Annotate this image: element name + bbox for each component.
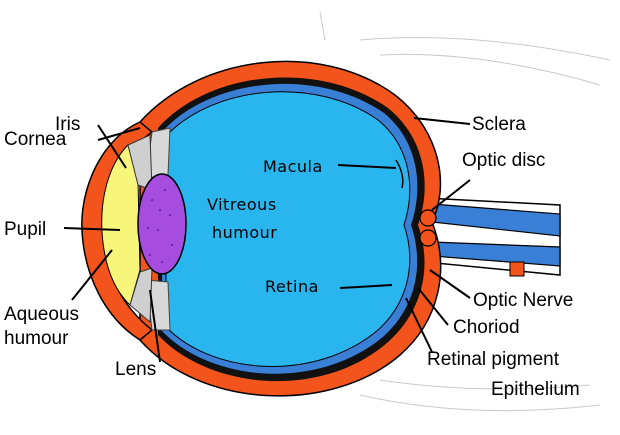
label-rpe-line2: Epithelium <box>491 379 580 400</box>
label-aqueous-line2: humour <box>4 328 69 349</box>
lens-texture <box>147 189 173 263</box>
optic-disc-lower <box>419 229 437 247</box>
label-sclera: Sclera <box>472 114 526 135</box>
label-rpe-line1: Retinal pigment <box>427 349 560 370</box>
macula-curve <box>395 159 404 189</box>
label-cornea: Cornea <box>4 129 67 150</box>
label-optic-nerve: Optic Nerve <box>473 290 573 311</box>
optic-disc-upper <box>419 209 437 227</box>
aqueous-chamber <box>101 144 141 306</box>
label-lens: Lens <box>115 359 156 380</box>
label-vitreous-line2: humour <box>212 223 277 242</box>
label-aqueous-line1: Aqueous <box>4 304 79 325</box>
label-pupil: Pupil <box>4 219 46 240</box>
orbit-sketch-lines <box>319 11 611 412</box>
label-vitreous-line1: Vitreous <box>207 195 277 214</box>
vitreous-body <box>165 91 411 367</box>
label-optic-disc: Optic disc <box>462 150 545 171</box>
label-macula: Macula <box>263 157 323 176</box>
label-retina: Retina <box>265 277 319 296</box>
lens-shape <box>137 173 187 275</box>
pointer-lines <box>63 117 471 363</box>
label-choroid: Choriod <box>453 317 520 338</box>
label-iris: Iris <box>55 114 80 135</box>
optic-nerve <box>424 197 561 277</box>
